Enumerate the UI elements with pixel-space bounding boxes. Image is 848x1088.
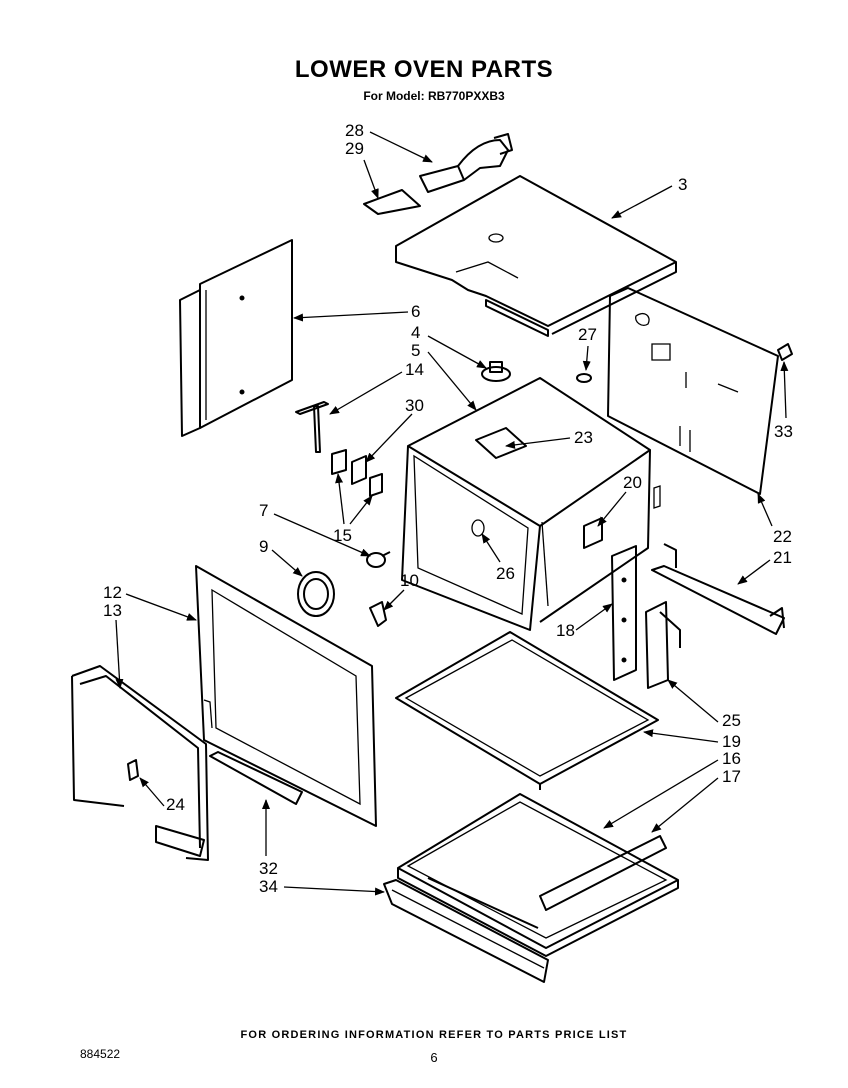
callout-13: 13 xyxy=(103,601,122,620)
callout-24: 24 xyxy=(166,795,185,814)
leader-lines xyxy=(115,131,789,896)
callout-7: 7 xyxy=(259,501,268,520)
model-subtitle: For Model: RB770PXXB3 xyxy=(363,89,505,103)
drawer-part xyxy=(397,793,679,957)
callout-5: 5 xyxy=(411,341,420,360)
callout-32: 32 xyxy=(259,859,278,878)
terminal-block-part xyxy=(481,361,511,382)
callout-16: 16 xyxy=(722,749,741,768)
plug-part xyxy=(576,373,592,383)
drawer-front-part xyxy=(383,879,549,983)
door-strip-part xyxy=(209,751,303,805)
callout-19: 19 xyxy=(722,732,741,751)
callout-labels: 28 29 3 6 4 5 27 14 30 33 23 20 7 9 15 2… xyxy=(103,121,793,896)
oven-cavity-part xyxy=(401,377,661,631)
callout-14: 14 xyxy=(405,360,424,379)
front-frame-part xyxy=(195,565,377,827)
door-gasket-part xyxy=(71,665,209,861)
callout-3: 3 xyxy=(678,175,687,194)
page-number: 6 xyxy=(430,1050,438,1065)
left-side-panel-part xyxy=(179,239,293,437)
top-panel-part xyxy=(395,175,677,337)
drawer-rail-part xyxy=(539,835,667,911)
callout-17: 17 xyxy=(722,767,741,786)
callout-26: 26 xyxy=(496,564,515,583)
oven-bottom-part xyxy=(395,631,659,790)
rear-panel-part xyxy=(607,287,779,495)
switch-bracket-part xyxy=(295,401,329,453)
lamp-part xyxy=(366,551,391,568)
callout-12: 12 xyxy=(103,583,122,602)
small-bracket-part xyxy=(369,601,387,627)
switch-parts xyxy=(331,449,383,497)
callout-6: 6 xyxy=(411,302,420,321)
document-number: 884522 xyxy=(80,1047,121,1061)
callout-4: 4 xyxy=(411,323,420,342)
callout-18: 18 xyxy=(556,621,575,640)
callout-23: 23 xyxy=(574,428,593,447)
side-rail-part xyxy=(651,543,785,635)
callout-29: 29 xyxy=(345,139,364,158)
callout-21: 21 xyxy=(773,548,792,567)
callout-30: 30 xyxy=(405,396,424,415)
callout-15: 15 xyxy=(333,526,352,545)
vent-duct-part xyxy=(363,133,513,215)
callout-9: 9 xyxy=(259,537,268,556)
ordering-note: FOR ORDERING INFORMATION REFER TO PARTS … xyxy=(240,1029,628,1041)
callout-20: 20 xyxy=(623,473,642,492)
lamp-lens-part xyxy=(297,571,335,617)
callout-25: 25 xyxy=(722,711,741,730)
callout-22: 22 xyxy=(773,527,792,546)
vertical-bracket-part xyxy=(611,545,637,681)
callout-34: 34 xyxy=(259,877,278,896)
clip-part xyxy=(777,343,793,361)
callout-27: 27 xyxy=(578,325,597,344)
callout-33: 33 xyxy=(774,422,793,441)
page-title: LOWER OVEN PARTS xyxy=(294,56,554,83)
hinge-part xyxy=(645,601,681,689)
callout-10: 10 xyxy=(400,571,419,590)
callout-28: 28 xyxy=(345,121,364,140)
